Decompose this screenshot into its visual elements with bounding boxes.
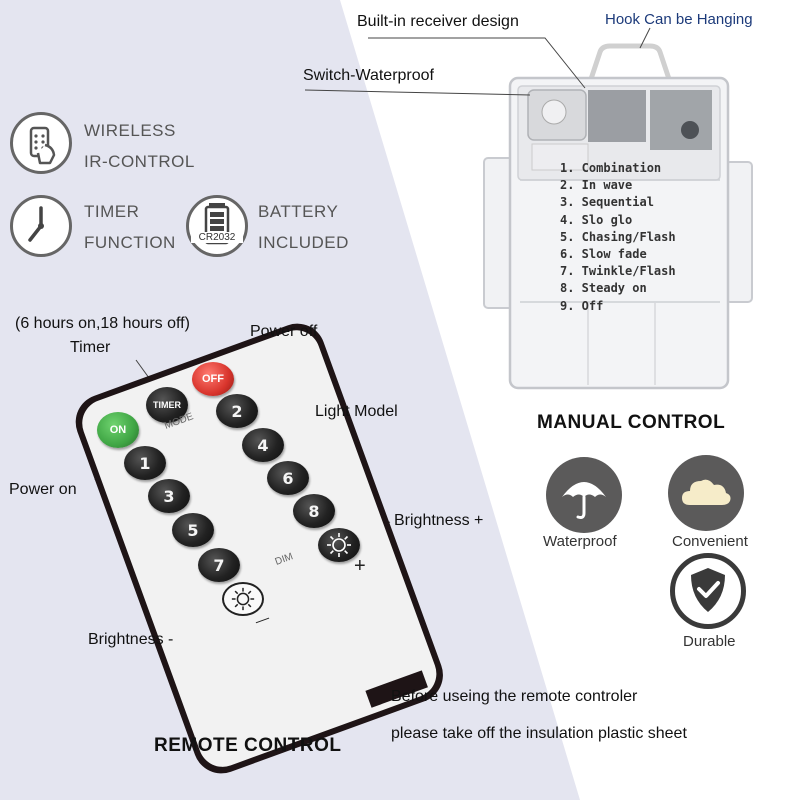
cloud-icon	[668, 455, 744, 531]
wireless-label-line2: IR-CONTROL	[84, 152, 195, 171]
wireless-label-line1: WIRELESS	[84, 121, 176, 140]
remote-key-2[interactable]: 2	[216, 394, 258, 428]
before-note-line2: please take off the insulation plastic s…	[391, 725, 687, 742]
brightness-minus-callout: Brightness -	[88, 631, 174, 648]
remote-timer-button[interactable]: TIMER	[146, 387, 188, 423]
before-note-line1: Before useing the remote controler	[391, 688, 638, 705]
shield-icon	[670, 553, 746, 629]
waterproof-label: Waterproof	[543, 533, 617, 550]
box-mode-item: 2. In wave	[560, 178, 633, 193]
receiver-callout: Built-in receiver design	[357, 13, 519, 30]
box-mode-list: 1. Combination 2. In wave 3. Sequential …	[560, 160, 676, 315]
brightness-plus-callout: Brightness +	[394, 512, 484, 529]
key-2-label: 2	[231, 401, 243, 421]
key-5-label: 5	[187, 520, 199, 540]
battery-cr2032-text: CR2032	[191, 232, 243, 243]
power-off-callout: Power off	[250, 323, 318, 340]
box-mode-item: 7. Twinkle/Flash	[560, 264, 676, 279]
box-mode-item: 6. Slow fade	[560, 247, 647, 262]
battery-icon: CR2032	[186, 195, 248, 257]
remote-control-title: REMOTE CONTROL	[154, 735, 342, 756]
timer-label-line2: FUNCTION	[84, 233, 176, 252]
durable-label: Durable	[683, 633, 736, 650]
remote-brightness-plus-button[interactable]	[318, 528, 360, 562]
key-4-label: 4	[257, 435, 269, 455]
box-mode-item: 8. Steady on	[560, 281, 647, 296]
off-key-label: OFF	[202, 373, 224, 385]
remote-key-6[interactable]: 6	[267, 461, 309, 495]
remote-key-5[interactable]: 5	[172, 513, 214, 547]
key-7-label: 7	[213, 555, 225, 575]
timer-note-callout: (6 hours on,18 hours off)	[15, 315, 190, 332]
umbrella-icon	[546, 457, 622, 533]
timer-label-line1: TIMER	[84, 202, 140, 221]
plus-label: +	[354, 555, 366, 577]
remote-key-4[interactable]: 4	[242, 428, 284, 462]
receiver-box	[483, 43, 753, 390]
battery-label-line2: INCLUDED	[258, 233, 349, 252]
remote-key-3[interactable]: 3	[148, 479, 190, 513]
timer-key-label: TIMER	[153, 400, 181, 410]
remote-key-7[interactable]: 7	[198, 548, 240, 582]
key-3-label: 3	[163, 486, 175, 506]
power-on-callout: Power on	[9, 481, 77, 498]
box-mode-item: 3. Sequential	[560, 195, 654, 210]
light-model-callout: Light Model	[315, 403, 398, 420]
remote-key-1[interactable]: 1	[124, 446, 166, 480]
key-1-label: 1	[139, 453, 151, 473]
remote-off-button[interactable]: OFF	[192, 362, 234, 396]
on-key-label: ON	[109, 424, 127, 436]
timer-clock-icon	[10, 195, 72, 257]
convenient-label: Convenient	[672, 533, 748, 550]
remote-key-8[interactable]: 8	[293, 494, 335, 528]
sun-dim-icon	[231, 587, 255, 611]
key-8-label: 8	[308, 501, 320, 521]
box-mode-item: 4. Slo glo	[560, 212, 633, 227]
wireless-ir-icon	[10, 112, 72, 174]
battery-label-line1: BATTERY	[258, 202, 339, 221]
switch-callout: Switch-Waterproof	[303, 67, 434, 84]
sun-bright-icon	[327, 533, 351, 557]
box-mode-item: 9. Off	[560, 298, 604, 313]
remote-brightness-minus-button[interactable]	[222, 582, 264, 616]
box-mode-item: 1. Combination	[560, 161, 662, 175]
box-mode-item: 5. Chasing/Flash	[560, 229, 676, 244]
manual-control-title: MANUAL CONTROL	[537, 412, 726, 433]
remote-on-button[interactable]: ON	[97, 412, 139, 448]
key-6-label: 6	[282, 468, 294, 488]
timer-callout: Timer	[70, 339, 111, 356]
hook-callout: Hook Can be Hanging	[605, 11, 753, 28]
